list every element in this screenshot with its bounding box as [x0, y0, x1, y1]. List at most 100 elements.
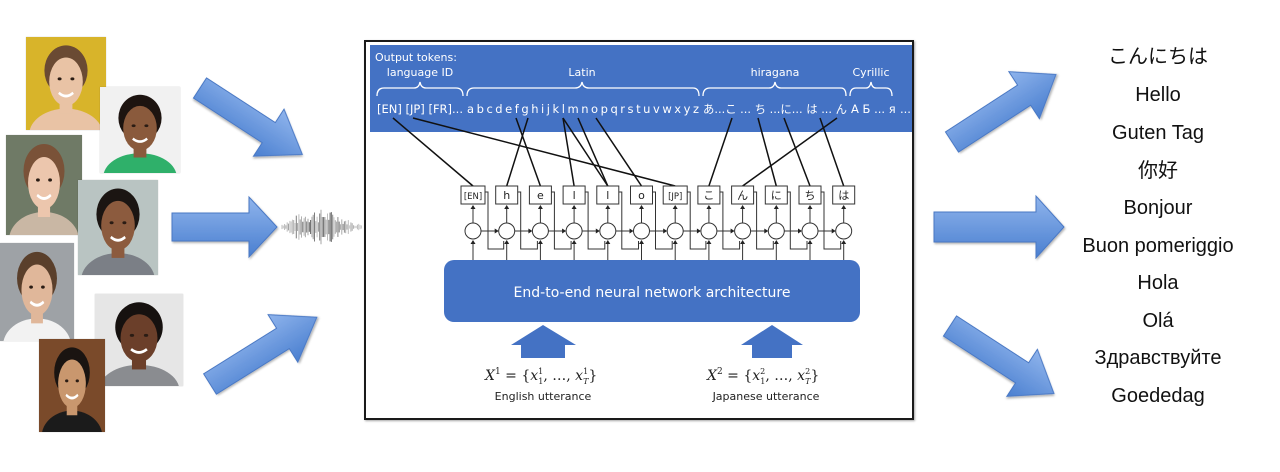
- speaker-photo: [78, 180, 158, 275]
- speaker-photo: [26, 37, 106, 130]
- rnn-cell: [633, 222, 650, 240]
- greeting-item: Guten Tag: [1112, 122, 1204, 144]
- arrowhead: [470, 240, 476, 244]
- output-token-box: [460, 185, 486, 205]
- token-mapping-line: [392, 117, 474, 187]
- greeting-item: Buon pomeriggio: [1082, 235, 1234, 257]
- output-token-box: [697, 185, 721, 205]
- feedback-connector: [517, 191, 538, 250]
- token-mapping-line: [783, 117, 811, 187]
- speaker-photo: [6, 135, 82, 235]
- group-label-cyrillic: Cyrillic: [853, 66, 890, 79]
- output-token-label: o: [638, 189, 645, 202]
- group-label-hiragana: hiragana: [751, 66, 800, 79]
- output-token-box: [528, 185, 552, 205]
- brace-language-id: [376, 81, 464, 97]
- brace-cyrillic: [849, 81, 893, 97]
- arrowhead: [595, 228, 600, 234]
- output-token-box: [562, 185, 586, 205]
- output-token-box: [764, 185, 788, 205]
- token-mapping-line: [595, 117, 643, 187]
- speaker-photo: [0, 243, 74, 341]
- caption-english-utterance: English utterance: [495, 390, 592, 403]
- output-token-label: h: [503, 189, 510, 202]
- output-token-box: [731, 185, 755, 205]
- brace-latin: [466, 81, 700, 97]
- arrow-system-to-outputs-top: [944, 71, 1057, 153]
- header-title: Output tokens:: [375, 51, 457, 64]
- rnn-cell: [666, 222, 684, 240]
- brace-hiragana: [702, 81, 847, 97]
- arrowhead: [571, 205, 577, 209]
- token-mapping-line: [819, 117, 845, 187]
- tokens-cyrillic: А Б ... я: [851, 102, 896, 116]
- token-mapping-line: [562, 117, 575, 187]
- tokens-trailing-ellipsis: ...: [900, 102, 911, 116]
- rnn-cell: [734, 222, 752, 240]
- arrowhead: [629, 228, 634, 234]
- feedback-connector: [787, 191, 808, 250]
- arrowhead: [764, 228, 769, 234]
- arrowhead: [841, 205, 847, 209]
- output-token-label: ん: [737, 189, 748, 202]
- arrowhead: [639, 240, 644, 244]
- output-token-box: [832, 185, 856, 205]
- arrowhead: [470, 205, 476, 209]
- input-arrow-japanese: [741, 325, 803, 358]
- greeting-item: Bonjour: [1123, 197, 1193, 219]
- arrowhead: [672, 240, 678, 244]
- arrowhead: [494, 228, 499, 234]
- rnn-cell: [498, 222, 516, 240]
- arrowhead: [504, 240, 510, 244]
- rnn-cell: [700, 222, 718, 240]
- arrow-speakers-middle-to-waveform: [171, 195, 278, 259]
- output-token-box: [596, 185, 620, 205]
- feedback-connector: [753, 191, 774, 250]
- arrowhead: [807, 205, 813, 209]
- token-mapping-line: [562, 117, 609, 187]
- speaker-photo: [39, 339, 105, 432]
- output-token-label: は: [838, 189, 849, 202]
- arrowhead: [504, 205, 510, 209]
- group-label-latin: Latin: [568, 66, 595, 79]
- greeting-item: こんにちは: [1108, 46, 1208, 68]
- token-mapping-line: [757, 117, 778, 187]
- arrowhead: [773, 205, 779, 209]
- output-token-label: l: [606, 189, 609, 202]
- arrowhead: [605, 205, 611, 209]
- svg-text:X1 = {x11, …, x1T}: X1 = {x11, …, x1T}: [484, 367, 597, 386]
- arrowhead: [639, 205, 644, 209]
- speaker-photo: [100, 87, 180, 173]
- feedback-connector: [719, 191, 741, 250]
- arrowhead: [663, 228, 668, 234]
- token-mapping-line: [742, 117, 838, 187]
- arrowhead: [571, 240, 577, 244]
- rnn-cell: [531, 222, 549, 240]
- arrowhead: [537, 205, 543, 209]
- arrowhead: [696, 228, 701, 234]
- tokens-latin: a b c d e f g h i j k l m n o p q r s t …: [467, 102, 699, 116]
- token-mapping-line: [577, 117, 609, 187]
- token-mapping-line: [412, 117, 676, 187]
- arrowhead: [706, 240, 712, 244]
- output-token-label: に: [771, 189, 782, 202]
- arrowhead: [841, 240, 847, 244]
- arrowhead: [672, 205, 678, 209]
- greeting-item: Hola: [1137, 272, 1179, 294]
- neural-network-block: [444, 260, 860, 322]
- output-token-label: [EN]: [464, 192, 482, 202]
- arrowhead: [798, 228, 802, 234]
- arrowhead: [528, 228, 533, 234]
- arrowhead: [831, 228, 836, 234]
- output-token-box: [798, 185, 822, 205]
- rnn-cell: [464, 222, 482, 240]
- arrow-speakers-bottom-to-system: [202, 314, 318, 395]
- neural-network-label: End-to-end neural network architecture: [514, 285, 791, 301]
- token-mapping-lines: [392, 117, 845, 187]
- arrowhead: [605, 240, 611, 244]
- arrowhead: [773, 240, 779, 244]
- caption-japanese-utterance: Japanese utterance: [712, 390, 820, 403]
